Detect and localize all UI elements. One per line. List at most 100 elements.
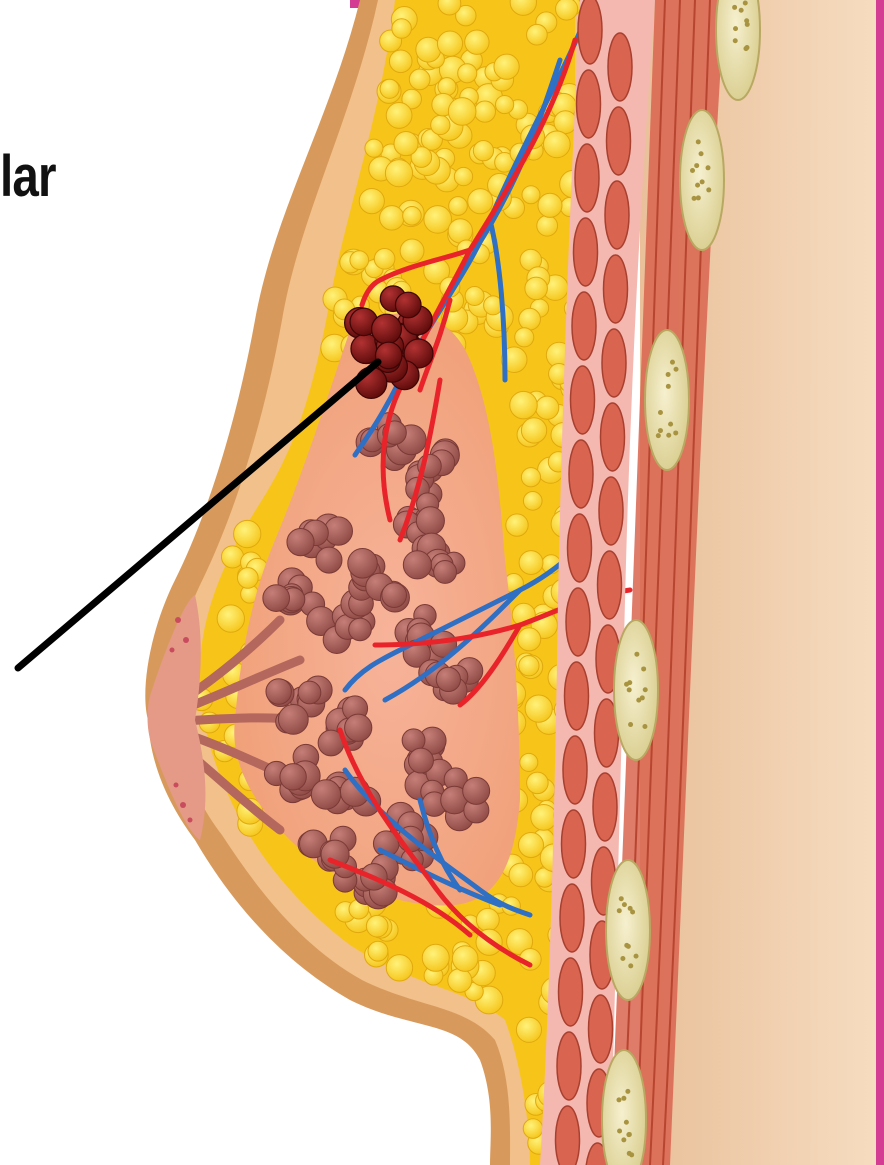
muscle-cell [607, 107, 631, 175]
rib-marrow-dot [640, 695, 645, 700]
fat-globule [465, 30, 489, 54]
fat-globule [374, 248, 395, 269]
rib-marrow-dot [620, 956, 625, 961]
fat-globule [544, 131, 571, 158]
structure-label: lar [0, 148, 56, 206]
muscle-cell [562, 810, 586, 878]
fat-globule [519, 308, 541, 330]
muscle-cell [608, 33, 632, 101]
muscle-cell [565, 662, 589, 730]
rib-marrow-dot [690, 168, 695, 173]
fat-globule [515, 328, 534, 347]
fat-globule [217, 605, 244, 632]
muscle-cell [589, 995, 613, 1063]
fat-globule [452, 946, 478, 972]
rib-marrow-dot [733, 26, 738, 31]
rib [602, 1050, 646, 1165]
lobule [316, 547, 342, 573]
rib-marrow-dot [625, 1089, 630, 1094]
fat-globule [527, 772, 549, 794]
muscle-cell [568, 514, 592, 582]
lobule [349, 618, 372, 641]
muscle-cell [560, 884, 584, 952]
lobule [263, 585, 290, 612]
rib-marrow-dot [743, 0, 748, 5]
lobule [348, 549, 378, 579]
fat-globule [519, 551, 543, 575]
muscle-cell [574, 218, 598, 286]
fat-globule [386, 955, 412, 981]
fat-globule [386, 103, 412, 129]
rib-marrow-dot [658, 410, 663, 415]
rib-marrow-dot [621, 1137, 626, 1142]
fat-globule [527, 24, 548, 45]
rib-marrow-dot [696, 139, 701, 144]
fat-globule [366, 915, 388, 937]
muscle-cell [577, 70, 601, 138]
muscle-cell [598, 551, 622, 619]
rib-marrow-dot [617, 908, 622, 913]
lobule [403, 551, 431, 579]
fat-globule [519, 656, 539, 676]
rib-marrow-dot [700, 179, 705, 184]
fat-globule [518, 833, 543, 858]
fat-globule [521, 418, 546, 443]
fat-globule [538, 193, 562, 217]
rib [606, 860, 650, 1000]
rib-marrow-dot [733, 38, 738, 43]
rib-marrow-dot [674, 367, 679, 372]
fat-globule [556, 0, 578, 20]
lobule [311, 780, 340, 809]
fat-globule [359, 189, 384, 214]
muscle-cell [563, 736, 587, 804]
fat-globule [468, 189, 493, 214]
fat-globule [521, 468, 540, 487]
fat-globule [350, 251, 369, 270]
rib-marrow-dot [739, 8, 744, 13]
fat-globule [394, 132, 418, 156]
fat-globule [525, 277, 548, 300]
fat-globule [522, 186, 540, 204]
fat-globule [518, 628, 541, 651]
fat-globule [403, 207, 422, 226]
fat-globule [510, 391, 537, 418]
fat-globule [476, 908, 499, 931]
rib-marrow-dot [694, 163, 699, 168]
fat-globule [465, 286, 484, 305]
lobule [436, 667, 460, 691]
fat-globule [536, 396, 559, 419]
fat-globule [473, 141, 493, 161]
fat-globule [523, 492, 542, 511]
lobule [416, 507, 444, 535]
rib-marrow-dot [634, 652, 639, 657]
lobule [266, 679, 291, 704]
rib-marrow-dot [666, 433, 671, 438]
rib [614, 620, 658, 760]
rib-marrow-dot [628, 722, 633, 727]
fat-globule [448, 219, 472, 243]
fat-globule [237, 568, 258, 589]
rib-marrow-dot [628, 963, 633, 968]
lobule [408, 748, 433, 773]
rib-marrow-dot [695, 183, 700, 188]
lobule [434, 561, 457, 584]
rib-marrow-dot [656, 433, 661, 438]
fat-globule [234, 520, 261, 547]
fat-globule [494, 54, 519, 79]
fat-globule [380, 79, 399, 98]
lobule [280, 764, 306, 790]
fat-globule [448, 98, 476, 126]
rib-marrow-dot [627, 687, 632, 692]
fat-globule [431, 115, 450, 134]
muscle-cell [601, 403, 625, 471]
fat-globule [385, 160, 412, 187]
muscle-cell [599, 477, 623, 545]
rib-marrow-dot [642, 724, 647, 729]
rib-marrow-dot [666, 384, 671, 389]
rib-marrow-dot [666, 372, 671, 377]
rib-marrow-dot [706, 165, 711, 170]
lobule [345, 714, 372, 741]
rib-marrow-dot [673, 430, 678, 435]
lobule [278, 705, 308, 735]
